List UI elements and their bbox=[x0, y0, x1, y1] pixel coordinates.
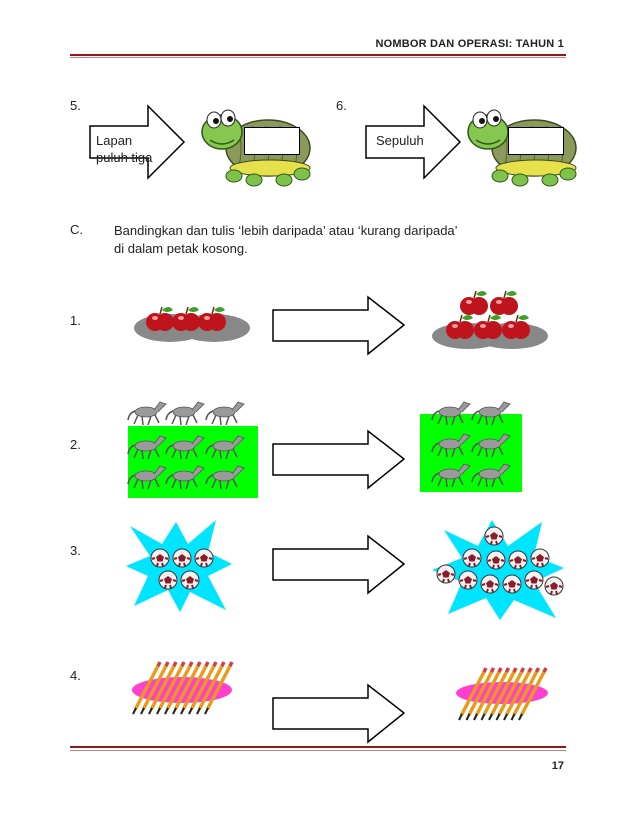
answer-box-6[interactable] bbox=[508, 127, 564, 155]
pencil-icon bbox=[204, 661, 234, 715]
section-c-letter: C. bbox=[70, 222, 83, 237]
pencil-icon bbox=[495, 667, 526, 721]
instruction-line2: di dalam petak kosong. bbox=[114, 241, 248, 256]
horse-icon bbox=[127, 465, 167, 490]
pencil-group-left bbox=[132, 661, 234, 715]
item-5-number: 5. bbox=[70, 98, 81, 113]
ball-icon bbox=[530, 548, 550, 568]
ball-icon bbox=[502, 574, 522, 594]
ball-group-left bbox=[126, 520, 232, 612]
answer-box-5[interactable] bbox=[244, 127, 300, 155]
ball-icon bbox=[480, 574, 500, 594]
ball-icon bbox=[484, 526, 504, 546]
horse-icon bbox=[165, 465, 205, 490]
apple-icon bbox=[172, 306, 200, 331]
arrow-label-6 bbox=[365, 104, 462, 180]
horse-icon bbox=[471, 401, 511, 426]
apple-icon bbox=[460, 290, 488, 315]
pencil-icon bbox=[164, 661, 194, 715]
ball-icon bbox=[458, 570, 478, 590]
question-3-number: 3. bbox=[70, 543, 81, 558]
pencil-icon bbox=[132, 661, 162, 715]
horse-icon bbox=[205, 465, 245, 490]
item-6-number: 6. bbox=[336, 98, 347, 113]
footer-rule bbox=[70, 746, 566, 748]
apple-group-left bbox=[134, 306, 250, 342]
ball-icon bbox=[194, 548, 214, 568]
question-4-number: 4. bbox=[70, 668, 81, 683]
pencil-icon bbox=[518, 667, 548, 721]
header-rule bbox=[70, 54, 566, 56]
question-2-number: 2. bbox=[70, 437, 81, 452]
pencil-icon bbox=[458, 667, 488, 721]
ball-icon bbox=[524, 570, 544, 590]
ball-icon bbox=[158, 570, 178, 590]
pencil-icon bbox=[156, 661, 186, 715]
pencil-icon bbox=[172, 661, 202, 715]
ball-icon bbox=[180, 570, 200, 590]
page-number: 17 bbox=[551, 760, 564, 772]
arrow-label-5 bbox=[89, 104, 186, 180]
pencil-icon bbox=[503, 667, 533, 721]
question-1-number: 1. bbox=[70, 313, 81, 328]
horse-icon bbox=[165, 401, 205, 426]
instruction-line1: Bandingkan dan tulis ‘lebih daripada’ at… bbox=[114, 223, 458, 238]
ball-icon bbox=[486, 550, 506, 570]
item-5-label-line1: Lapan bbox=[96, 133, 133, 148]
header-rule-thin bbox=[70, 57, 566, 58]
header-title: NOMBOR DAN OPERASI: TAHUN 1 bbox=[375, 38, 564, 50]
horse-icon bbox=[471, 433, 511, 458]
ball-icon bbox=[508, 550, 528, 570]
ball-icon bbox=[150, 548, 170, 568]
horse-group-left bbox=[127, 401, 258, 498]
answer-arrow-2[interactable] bbox=[272, 429, 406, 490]
pencil-icon bbox=[465, 667, 496, 721]
horse-icon bbox=[431, 463, 471, 488]
ball-icon bbox=[544, 576, 564, 596]
answer-arrow-1[interactable] bbox=[272, 295, 406, 356]
apple-icon bbox=[502, 314, 530, 339]
pencil-icon bbox=[148, 661, 178, 715]
ball-group-right bbox=[432, 520, 564, 620]
pencil-icon bbox=[180, 661, 210, 715]
horse-group-right bbox=[420, 401, 522, 492]
pencil-icon bbox=[196, 661, 226, 715]
pencil-icon bbox=[140, 661, 170, 715]
pencil-icon bbox=[488, 667, 518, 721]
item-5-label-line2: puluh tiga bbox=[96, 150, 153, 165]
horse-icon bbox=[205, 401, 245, 426]
apple-icon bbox=[198, 306, 226, 331]
horse-icon bbox=[165, 435, 205, 460]
apple-group-right bbox=[432, 290, 548, 349]
ball-icon bbox=[436, 564, 456, 584]
apple-icon bbox=[146, 306, 174, 331]
pencil-icon bbox=[510, 667, 541, 721]
apple-icon bbox=[446, 314, 474, 339]
pencil-icon bbox=[480, 667, 511, 721]
item-6-label: Sepuluh bbox=[376, 133, 424, 148]
horse-icon bbox=[205, 435, 245, 460]
ball-icon bbox=[172, 548, 192, 568]
answer-arrow-4[interactable] bbox=[272, 683, 406, 744]
horse-icon bbox=[431, 433, 471, 458]
pencil-group-right bbox=[456, 667, 548, 721]
pencil-icon bbox=[473, 667, 503, 721]
ball-icon bbox=[462, 548, 482, 568]
pencil-icon bbox=[188, 661, 218, 715]
apple-icon bbox=[490, 290, 518, 315]
horse-icon bbox=[127, 435, 167, 460]
item-5-label: Lapan puluh tiga bbox=[96, 132, 152, 166]
answer-arrow-3[interactable] bbox=[272, 534, 406, 595]
horse-icon bbox=[471, 463, 511, 488]
horse-icon bbox=[431, 401, 471, 426]
apple-icon bbox=[474, 314, 502, 339]
section-c-instruction: Bandingkan dan tulis ‘lebih daripada’ at… bbox=[114, 222, 458, 258]
footer-rule-thin bbox=[70, 750, 566, 751]
horse-icon bbox=[127, 401, 167, 426]
